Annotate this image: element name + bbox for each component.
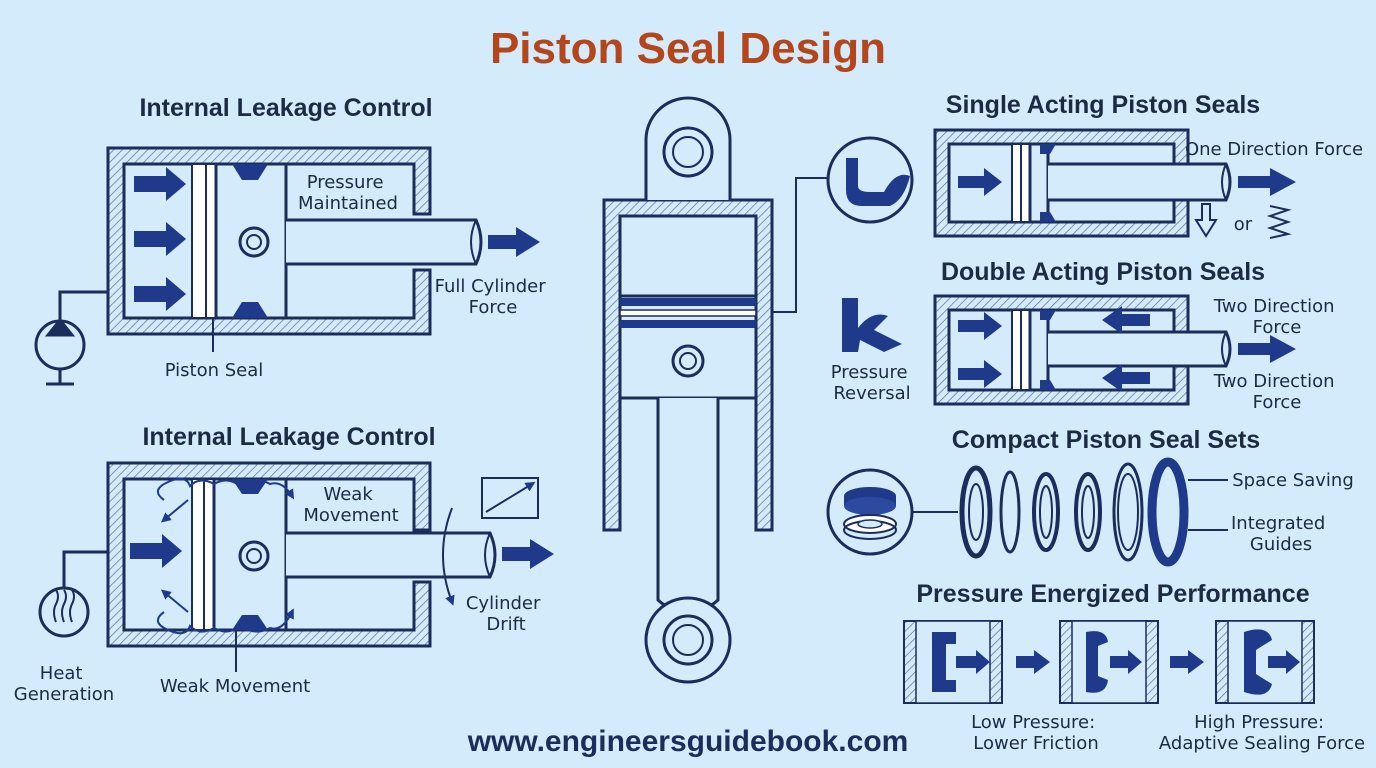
two-direction-force-bottom-label: Two Direction Force (1213, 371, 1341, 413)
heat-icon (38, 550, 108, 638)
pressure-arrows (134, 167, 186, 311)
seal-bottom (232, 302, 268, 318)
website-url: www.engineersguidebook.com (467, 725, 909, 758)
one-direction-force-label: One Direction Force (1185, 139, 1363, 160)
leakage-paths (157, 477, 295, 635)
spring-icon (1266, 205, 1292, 239)
left-top-panel: Internal Leakage Control Pressure Mainta… (34, 94, 552, 386)
full-cylinder-force-label: Full Cylinder Force (435, 276, 552, 318)
pressure-reversal-label: Pressure Reversal (831, 362, 914, 404)
output-arrow (488, 227, 540, 257)
piston-seal-label: Piston Seal (165, 360, 264, 381)
cylinder-wall-2 (106, 461, 432, 648)
or-label: or (1234, 214, 1253, 235)
center-piston-assembly (602, 96, 914, 684)
compact-panel: Compact Piston Seal Sets Space Saving In… (826, 426, 1354, 567)
mid-pressure-seal (1059, 620, 1159, 704)
pump-icon (34, 290, 108, 386)
low-pressure-seal (903, 620, 1003, 704)
seal-top (232, 164, 268, 180)
double-acting-panel: Double Acting Piston Seals Two Direction… (831, 258, 1341, 413)
drift-chart-icon (481, 477, 539, 519)
integrated-guides-label: Integrated Guides (1231, 513, 1331, 555)
high-pressure-label: High Pressure: Adaptive Sealing Force (1159, 712, 1365, 754)
single-acting-panel: Single Acting Piston Seals One Direction… (933, 91, 1363, 239)
energized-panel: Pressure Energized Performance Low Press… (903, 580, 1365, 754)
piston-body-2 (191, 477, 288, 632)
cylinder-drift-label: Cylinder Drift (466, 593, 546, 635)
pressure-arrow-2 (130, 534, 182, 568)
output-arrow-2 (502, 539, 554, 569)
piston-body (191, 162, 288, 320)
pressure-maintained-label: Pressure Maintained (298, 172, 398, 214)
weak-movement-bottom-label: Weak Movement (160, 676, 310, 697)
energized-heading: Pressure Energized Performance (916, 580, 1309, 608)
guide-ring (1147, 457, 1189, 567)
space-saving-label: Space Saving (1232, 470, 1354, 491)
cylinder-wall (106, 146, 432, 336)
left-bottom-panel: Internal Leakage Control (14, 423, 554, 705)
left-bottom-heading: Internal Leakage Control (142, 423, 435, 451)
lip-seal-profile (846, 158, 910, 206)
pressure-reversal-seal-icon (842, 298, 902, 352)
rotation-icon (442, 507, 455, 606)
two-direction-force-top-label: Two Direction Force (1213, 296, 1341, 338)
down-arrow-icon (1194, 203, 1218, 238)
weak-movement-top-label: Weak Movement (303, 484, 398, 526)
single-acting-heading: Single Acting Piston Seals (946, 91, 1260, 119)
piston-rod-2 (286, 531, 497, 579)
piston-eye (644, 96, 732, 200)
compact-heading: Compact Piston Seal Sets (952, 426, 1260, 454)
high-pressure-seal (1215, 620, 1315, 704)
heat-generation-label: Heat Generation (14, 663, 114, 705)
connecting-rod (656, 398, 720, 614)
left-top-heading: Internal Leakage Control (139, 94, 432, 122)
double-acting-heading: Double Acting Piston Seals (941, 258, 1265, 286)
page-title: Piston Seal Design (490, 24, 886, 73)
low-pressure-label: Low Pressure: Lower Friction (971, 712, 1101, 754)
piston-rod (286, 218, 483, 266)
seal-rings (959, 462, 1144, 562)
